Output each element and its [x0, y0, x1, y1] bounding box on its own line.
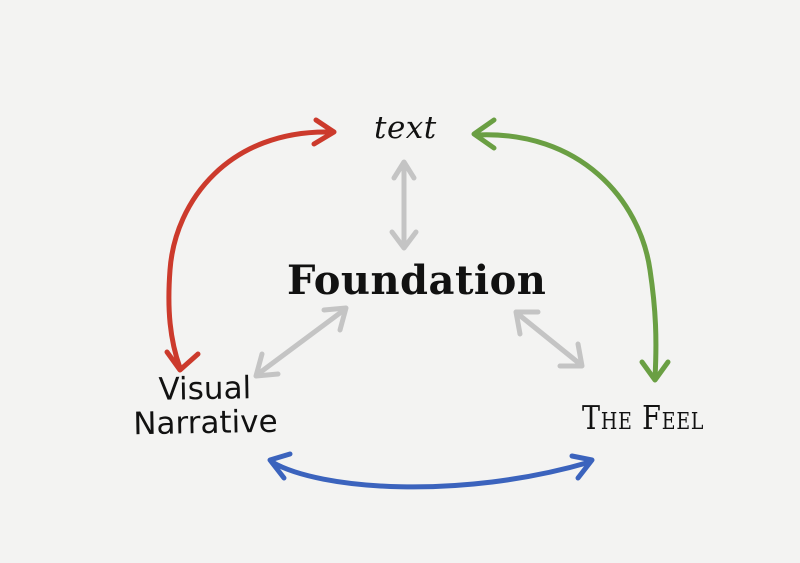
red-arrow-text-visual-narrative — [166, 129, 333, 371]
red-arrowhead-top — [311, 117, 337, 147]
node-visual-narrative: Visual Narrative — [132, 370, 278, 443]
blue-arrowhead-right — [569, 453, 595, 481]
gray-arrowhead-text — [391, 159, 417, 181]
node-visual-narrative-line2: Narrative — [132, 403, 278, 443]
node-the-feel: The Feel — [582, 398, 705, 437]
gray-arrowhead-foundation-left — [321, 305, 349, 333]
red-arrowhead-bottom — [164, 349, 201, 373]
blue-arrow-visual-narrative-the-feel — [269, 459, 593, 490]
gray-arrow-foundation-the-feel — [515, 311, 583, 367]
blue-arrowhead-left — [267, 451, 293, 481]
gray-arrowhead-the-feel — [557, 341, 585, 369]
green-arrow-text-the-feel — [473, 132, 659, 381]
green-arrowhead-bottom — [639, 359, 671, 383]
gray-arrow-foundation-visual-narrative — [255, 307, 347, 377]
node-visual-narrative-line1: Visual — [158, 370, 252, 408]
node-foundation: Foundation — [287, 257, 547, 304]
gray-arrowhead-visual-narrative — [253, 351, 281, 379]
green-arrowhead-top — [471, 117, 497, 151]
node-text: text — [374, 110, 437, 146]
gray-arrowhead-foundation-top — [389, 229, 419, 251]
gray-arrowhead-foundation-right — [513, 309, 541, 337]
